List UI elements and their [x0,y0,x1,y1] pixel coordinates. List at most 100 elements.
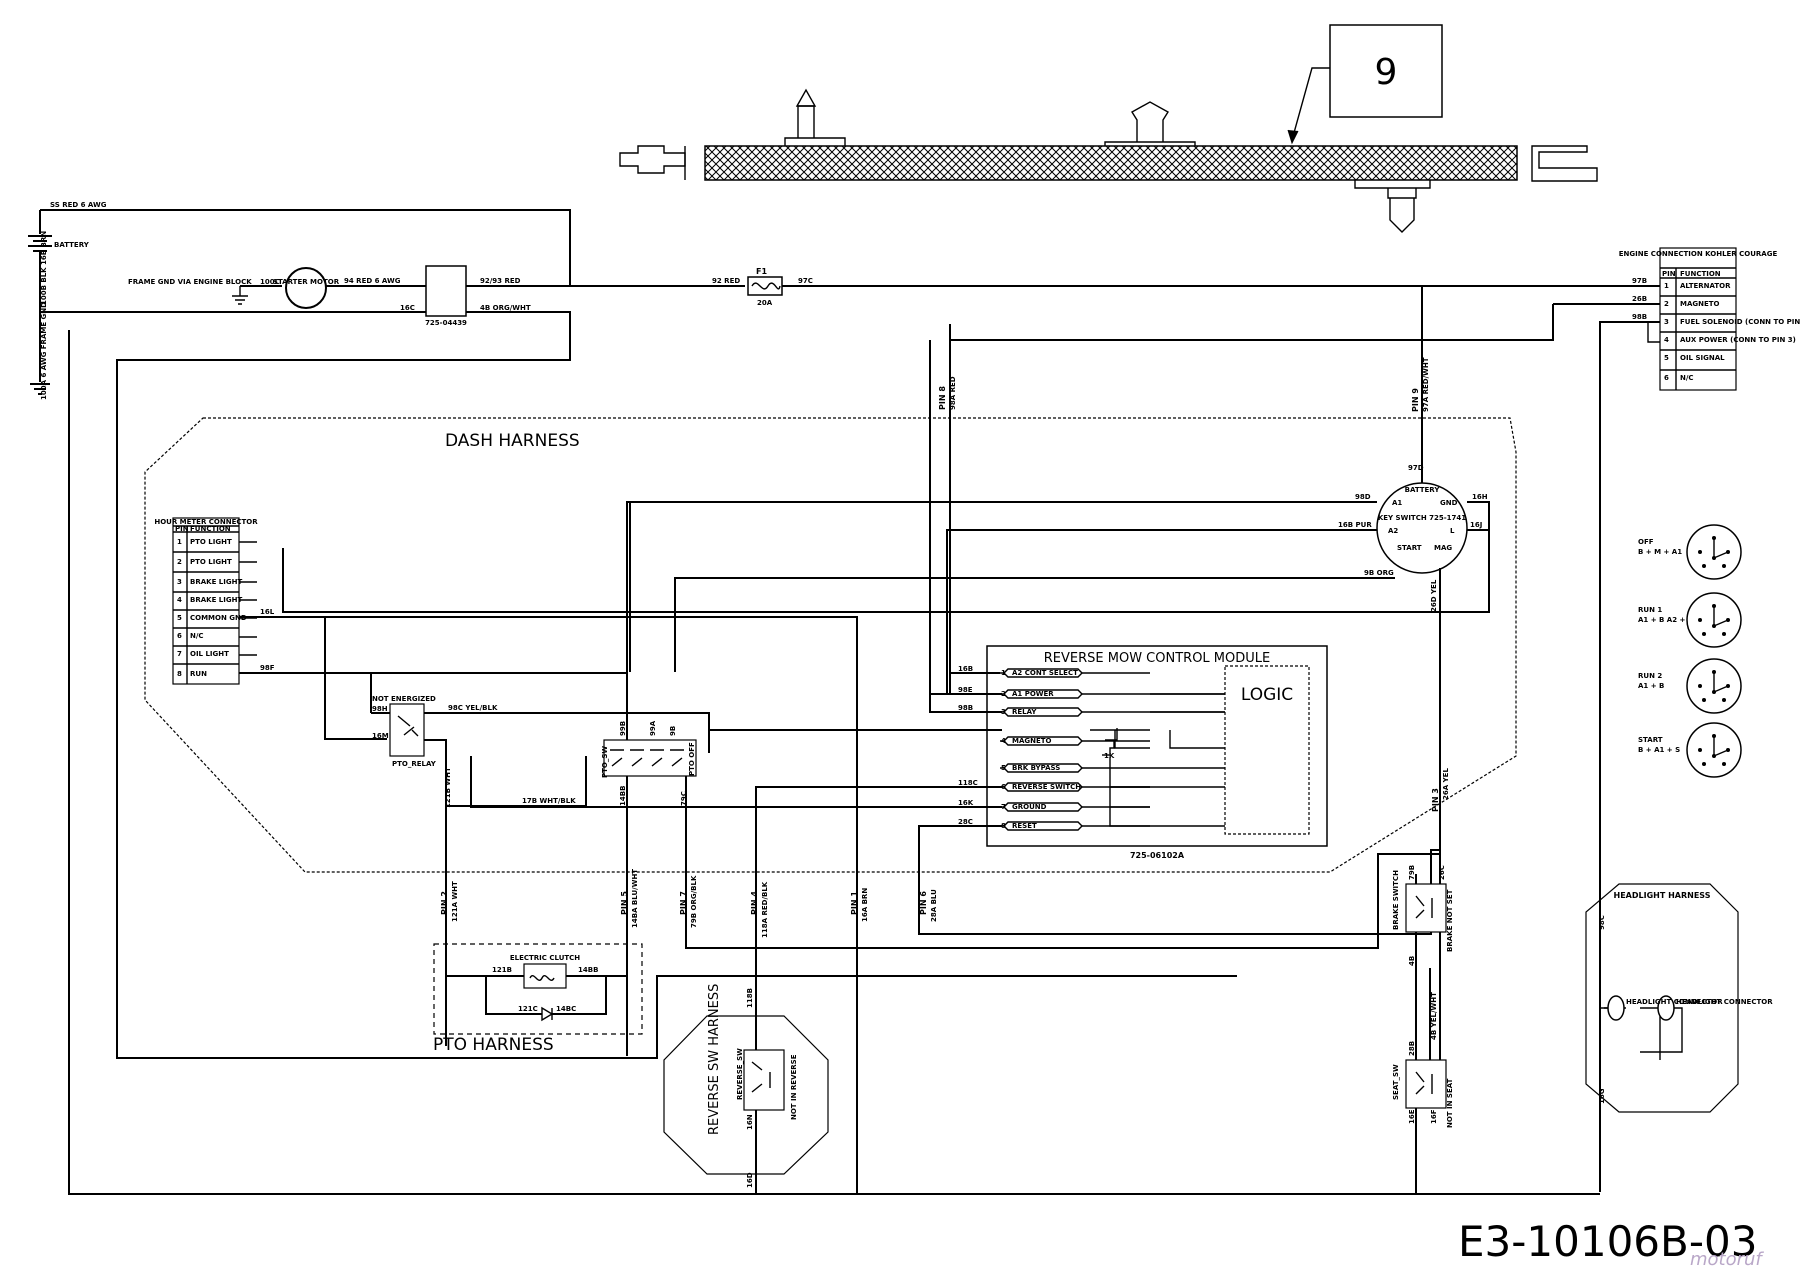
module-title: REVERSE MOW CONTROL MODULE [1044,651,1270,666]
wire-label: 121B WHT [444,767,452,808]
key-state-desc: B + A1 + S [1638,746,1680,754]
wire-label: 16J [1470,521,1482,529]
key-switch [1376,482,1468,574]
wire-label: 98F [260,664,275,672]
ground-return-wire [40,311,1237,1059]
brake-switch-label: BRAKE SWITCH [1392,870,1400,930]
wire-label: 79C [680,791,688,806]
wire-label: 97B [1632,277,1647,285]
starter-solenoid [425,265,467,317]
relay-state-label: NOT ENERGIZED [372,695,436,703]
wire-label: 121B [492,966,512,974]
engine-table-header: PIN [1662,270,1676,278]
hour-table-function: PTO LIGHT [190,558,232,566]
wire-label: 16N [746,1114,754,1130]
engine-table-function: N/C [1680,374,1694,382]
battery-symbol [28,235,52,252]
module-pin-number: 8 [1001,822,1006,830]
wire-label: 16K [958,799,974,807]
wire-label: 16B [958,665,973,673]
pto-harness-title: PTO HARNESS [433,1035,554,1055]
wire-label: 97D [1408,464,1424,472]
wire-98a [629,324,951,672]
wire-98d [626,501,1377,672]
relay-label: PTO_RELAY [392,760,437,768]
battery-label: BATTERY [54,241,90,249]
reverse-state-label: NOT IN REVERSE [790,1054,798,1120]
connector-label: HEADLIGHT CONNECTOR [1626,998,1723,1006]
diode-symbol [541,1006,554,1022]
reverse-harness-title: REVERSE SW HARNESS [707,984,722,1135]
wire-label: 4B YEL/WHT [1430,992,1438,1040]
hour-table-pin: 7 [177,650,182,658]
pto-switch-label: PTO OFF [688,742,696,776]
wire-label: 16F [1430,1109,1438,1124]
module-pin-label: RESET [1012,822,1037,830]
wire-label: 16M [372,732,389,740]
wire-label: 26B [1632,295,1647,303]
wire-label: 26C [1438,865,1446,880]
wire-label: 16D [746,1172,754,1188]
drawing-number: E3-10106B-03 [1458,1217,1757,1266]
dash-harness-outline [144,417,1517,873]
battery-positive-wire [40,209,571,286]
wire-label: 99B [619,721,627,736]
wire-label: 100B BLK 16B BRN [40,231,48,305]
engine-table-function: FUEL SOLENOID (CONN TO PIN 4) [1680,318,1800,326]
wire-label: 118B [746,988,754,1008]
hour-table-function: BRAKE LIGHT [190,578,242,586]
hour-table-function: COMMON GND [190,614,247,622]
engine-table-function: ALTERNATOR [1680,282,1731,290]
pin-label: PIN 4 [750,891,759,915]
wire-98c-headlight [1599,321,1658,1192]
wire-label: 9B [669,726,677,736]
terminal-label: MAG [1434,544,1452,552]
bottom-wiring [68,330,1600,1195]
wire-label: 16A BRN [861,888,869,922]
callout-number: 9 [1375,52,1398,93]
wire-label: 14BB [578,966,598,974]
hour-table-header: PIN [175,525,189,533]
fuse-label: F1 [756,267,767,276]
key-state-name: RUN 2 [1638,672,1662,680]
ground-symbol [30,383,50,395]
hour-table-pin: 4 [177,596,182,604]
logic-block [1224,665,1310,835]
module-pin [1000,802,1083,812]
fuse-rating: 20A [757,299,773,307]
module-part-number: 725-06102A [1130,851,1185,860]
headlight-harness-outline [1585,883,1739,1113]
engine-table-header: FUNCTION [1680,270,1721,278]
pin-label: PIN 6 [919,891,928,915]
frame-ground-symbol [232,286,248,305]
module-pin-label: A2 CONT SELECT [1012,669,1078,677]
dash-harness-title: DASH HARNESS [445,431,580,451]
wire-label: 99A [649,720,657,736]
key-state-desc: A1 + B A2 + L [1638,616,1693,624]
wire-label: 98A RED [949,376,957,410]
wire-16l [239,616,858,873]
wire-label: 9B ORG [1364,569,1394,577]
pin-label: PIN 8 [938,386,947,410]
engine-table-pin: 1 [1664,282,1669,290]
engine-table-pin: 5 [1664,354,1669,362]
headlight-title: HEADLIGHT HARNESS [1614,891,1711,900]
hour-table-function: RUN [190,670,207,678]
starter-motor-symbol [285,267,327,309]
right-connector [1531,145,1598,182]
wire-label: 16B PUR [1338,521,1372,529]
wire-label: 16E [1408,1109,1416,1124]
engine-table-title: ENGINE CONNECTION KOHLER COURAGE [1619,250,1778,258]
hour-table-pin: 8 [177,670,182,678]
engine-connection-table: ENGINE CONNECTION KOHLER COURAGE PIN FUN… [1619,247,1800,391]
key-state-desc: B + M + A1 [1638,548,1682,556]
terminal-label: L [1450,527,1455,535]
wire-label: 118C [958,779,978,787]
wire-label: 98C [1598,915,1606,930]
key-switch-label: KEY SWITCH 725-1741 [1378,514,1466,522]
hour-table-pin: 6 [177,632,182,640]
wire-label: 92 RED [712,277,740,285]
wire-label: 100C [260,278,280,286]
wire-label: 79B [1408,865,1416,880]
